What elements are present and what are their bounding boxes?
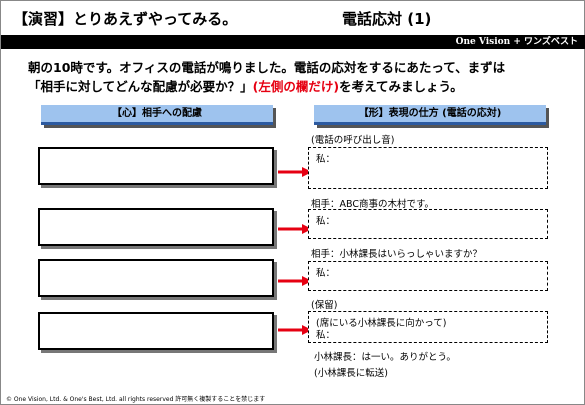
brand-logo-text: One Vision + ワンズベスト	[455, 37, 578, 47]
arrow-right-icon	[278, 224, 312, 234]
closing-line-1: 小林課長：は一い。ありがとう。	[314, 352, 456, 363]
response-box-1[interactable]: 私：	[308, 147, 548, 189]
row-1-label: (電話の呼び出し音)	[311, 135, 395, 146]
consideration-input-4[interactable]	[38, 312, 274, 350]
instructions-line-2: 「相手に対してどんな配慮が必要か？」(左側の欄だけ)を考えてみましょう。	[28, 77, 578, 96]
instructions: 朝の10時です。オフィスの電話が鳴りました。電話の応対をするにあたって、まずは …	[28, 58, 578, 96]
row-4-label: (保留)	[311, 300, 338, 311]
left-column-header: 【心】相手への配慮	[41, 105, 273, 125]
response-4-direction: (席にいる小林課長に向かって)	[316, 318, 447, 329]
consideration-input-3[interactable]	[38, 259, 274, 297]
brand-bar: One Vision + ワンズベスト	[1, 35, 585, 49]
closing-line-2: (小林課長に転送)	[314, 368, 388, 379]
instructions-highlight: (左側の欄だけ)	[252, 79, 340, 94]
copyright-footer: © One Vision, Ltd. & One's Best, Ltd. al…	[6, 396, 266, 403]
response-box-2[interactable]: 私：	[308, 209, 548, 239]
response-4-speaker: 私：	[316, 330, 336, 341]
right-column-header: 【形】表現の仕方 (電話の応対)	[314, 105, 546, 125]
response-2-speaker: 私：	[316, 216, 336, 227]
arrow-right-icon	[278, 167, 312, 177]
arrow-right-icon	[278, 325, 312, 335]
instructions-line-1: 朝の10時です。オフィスの電話が鳴りました。電話の応対をするにあたって、まずは	[28, 60, 506, 75]
response-box-4[interactable]: (席にいる小林課長に向かって) 私：	[308, 311, 548, 343]
row-2-label: 相手：ABC商事の木村です。	[311, 199, 435, 210]
slide-title: 【演習】とりあえずやってみる。	[13, 10, 238, 28]
consideration-input-1[interactable]	[38, 147, 274, 185]
arrow-right-icon	[278, 276, 312, 286]
instructions-question: 「相手に対してどんな配慮が必要か？」	[28, 79, 253, 94]
response-1-speaker: 私：	[316, 154, 336, 165]
slide-subtitle: 電話応対 (1)	[342, 10, 432, 28]
consideration-input-2[interactable]	[38, 208, 274, 246]
instructions-end: を考えてみましょう。	[339, 79, 463, 94]
row-3-label: 相手：小林課長はいらっしゃいますか？	[311, 249, 483, 260]
response-box-3[interactable]: 私：	[308, 261, 548, 291]
response-3-speaker: 私：	[316, 268, 336, 279]
